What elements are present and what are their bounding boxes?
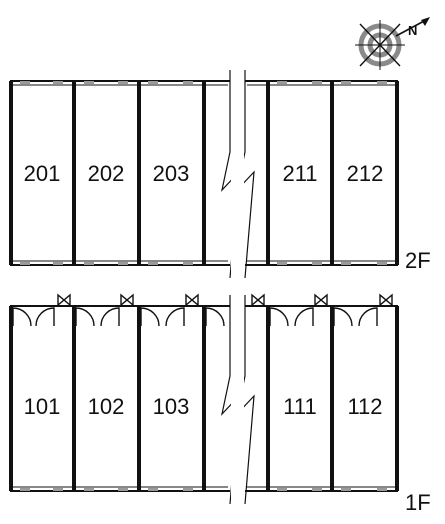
compass-north-label: N [408, 23, 417, 38]
unit-211: 211 [282, 161, 317, 186]
unit-203: 203 [153, 161, 190, 186]
unit-212: 212 [347, 161, 384, 186]
unit-202: 202 [88, 161, 125, 186]
unit-112: 112 [347, 394, 382, 419]
unit-201: 201 [24, 161, 61, 186]
floor-1-plan [9, 293, 399, 505]
unit-101: 101 [24, 394, 61, 419]
unit-111: 111 [283, 394, 316, 419]
unit-103: 103 [153, 394, 190, 419]
floor-label-1f: 1F [405, 490, 431, 515]
floor-label-2f: 2F [405, 248, 431, 273]
unit-102: 102 [88, 394, 125, 419]
compass-icon: N [355, 17, 430, 70]
floor-2-plan [9, 70, 399, 279]
